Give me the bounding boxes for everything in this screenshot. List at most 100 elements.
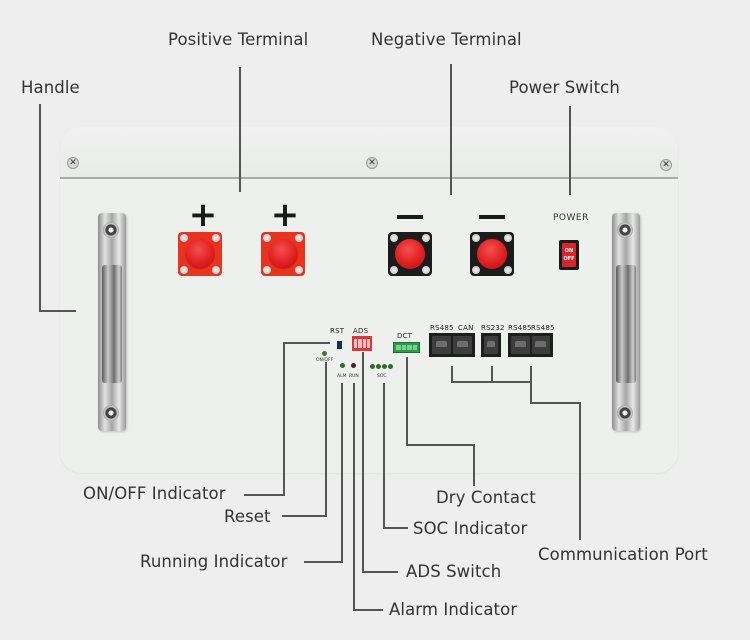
leader-line-on-off — [283, 342, 330, 344]
ads-dip-switch[interactable] — [352, 336, 372, 351]
callout-negative-terminal: Negative Terminal — [371, 30, 522, 49]
leader-line-on-off — [244, 494, 285, 496]
leader-line-reset — [282, 515, 327, 517]
rj45-jack[interactable] — [432, 336, 451, 354]
reset-button[interactable] — [336, 340, 343, 350]
terminal-cap — [185, 239, 215, 269]
bolt-icon — [422, 234, 430, 242]
handle-bolt-icon — [103, 405, 119, 421]
handle-grip — [102, 265, 122, 383]
rs232-port[interactable] — [481, 333, 501, 357]
rj45-jack[interactable] — [531, 336, 550, 354]
bolt-icon — [504, 266, 512, 274]
bolt-icon — [180, 234, 188, 242]
leader-line-power-switch — [569, 106, 571, 195]
callout-communication-port: Communication Port — [538, 545, 708, 564]
leader-line-alarm — [353, 383, 355, 611]
soc-led-3 — [382, 364, 387, 369]
battery-panel — [60, 127, 678, 473]
callout-dry-contact: Dry Contact — [436, 488, 536, 507]
bolt-icon — [504, 234, 512, 242]
rs485-can-port-block[interactable] — [429, 333, 475, 357]
ads-marking: ADS — [353, 327, 369, 335]
callout-on-off-indicator: ON/OFF Indicator — [83, 484, 226, 503]
handle-bolt-icon — [617, 405, 633, 421]
leader-line-handle — [39, 104, 41, 312]
on-off-marking: ON/OFF — [316, 358, 334, 363]
bolt-icon — [212, 234, 220, 242]
handle-grip — [616, 265, 636, 383]
callout-soc-indicator: SOC Indicator — [413, 519, 528, 538]
plus-symbol: + — [188, 195, 218, 235]
soc-led-2 — [376, 364, 381, 369]
leader-line-negative-terminal — [450, 64, 452, 195]
run-led — [351, 363, 356, 368]
panel-seam — [60, 177, 678, 179]
rj45-jack[interactable] — [453, 336, 472, 354]
rj45-jack[interactable] — [511, 336, 530, 354]
power-marking: POWER — [553, 213, 589, 223]
plus-symbol: + — [270, 195, 300, 235]
minus-symbol — [479, 215, 505, 219]
port-label-rs485: RS485 — [531, 324, 555, 332]
bolt-icon — [295, 234, 303, 242]
terminal-cap — [477, 239, 507, 269]
power-switch[interactable]: ON OFF — [559, 240, 579, 270]
bolt-icon — [180, 266, 188, 274]
power-rocker: ON OFF — [562, 243, 576, 267]
leader-line-ads — [362, 352, 364, 573]
bolt-icon — [263, 266, 271, 274]
port-label-rs485: RS485 — [430, 324, 454, 332]
negative-terminal-2[interactable] — [470, 232, 514, 276]
leader-line-comm-port — [491, 366, 493, 383]
port-label-rs485: RS485 — [508, 324, 532, 332]
dry-contact-connector[interactable] — [393, 342, 420, 353]
leader-line-reset — [325, 362, 327, 517]
leader-line-comm-port — [451, 366, 453, 383]
bolt-icon — [472, 234, 480, 242]
leader-line-comm-port — [530, 402, 581, 404]
alarm-led — [340, 363, 345, 368]
bolt-icon — [212, 266, 220, 274]
rs485-port-block[interactable] — [508, 333, 553, 357]
leader-line-on-off — [283, 342, 285, 496]
positive-terminal-2[interactable] — [261, 232, 305, 276]
callout-handle: Handle — [21, 78, 80, 97]
soc-led-1 — [370, 364, 375, 369]
right-handle[interactable] — [612, 213, 640, 431]
alm-marking: ALM — [337, 374, 347, 379]
port-label-can: CAN — [458, 324, 474, 332]
leader-line-dry-contact — [473, 444, 475, 486]
panel-top-cover — [60, 127, 678, 177]
rst-marking: RST — [330, 327, 345, 335]
bolt-icon — [422, 266, 430, 274]
leader-line-running — [304, 561, 343, 563]
leader-line-dry-contact — [406, 357, 408, 446]
run-marking: RUN — [349, 374, 359, 379]
left-handle[interactable] — [98, 213, 126, 431]
callout-running-indicator: Running Indicator — [140, 552, 288, 571]
callout-ads-switch: ADS Switch — [406, 562, 502, 581]
callout-alarm-indicator: Alarm Indicator — [389, 600, 518, 619]
bolt-icon — [295, 266, 303, 274]
rj11-jack[interactable] — [484, 336, 498, 354]
leader-line-running — [341, 383, 343, 563]
bolt-icon — [263, 234, 271, 242]
leader-line-comm-port — [530, 366, 532, 404]
soc-marking: SOC — [377, 374, 387, 379]
leader-line-dry-contact — [406, 444, 474, 446]
port-label-rs232: RS232 — [481, 324, 505, 332]
bolt-icon — [390, 234, 398, 242]
leader-line-positive-terminal — [239, 67, 241, 192]
callout-power-switch: Power Switch — [509, 78, 620, 97]
leader-line-comm-port — [579, 402, 581, 540]
leader-line-soc — [383, 527, 408, 529]
leader-line-comm-port — [451, 381, 532, 383]
switch-on-text: ON — [564, 248, 574, 254]
leader-line-handle — [39, 310, 76, 312]
callout-reset: Reset — [224, 507, 271, 526]
negative-terminal-1[interactable] — [388, 232, 432, 276]
panel-face — [60, 179, 678, 473]
leader-line-alarm — [353, 609, 383, 611]
positive-terminal-1[interactable] — [178, 232, 222, 276]
